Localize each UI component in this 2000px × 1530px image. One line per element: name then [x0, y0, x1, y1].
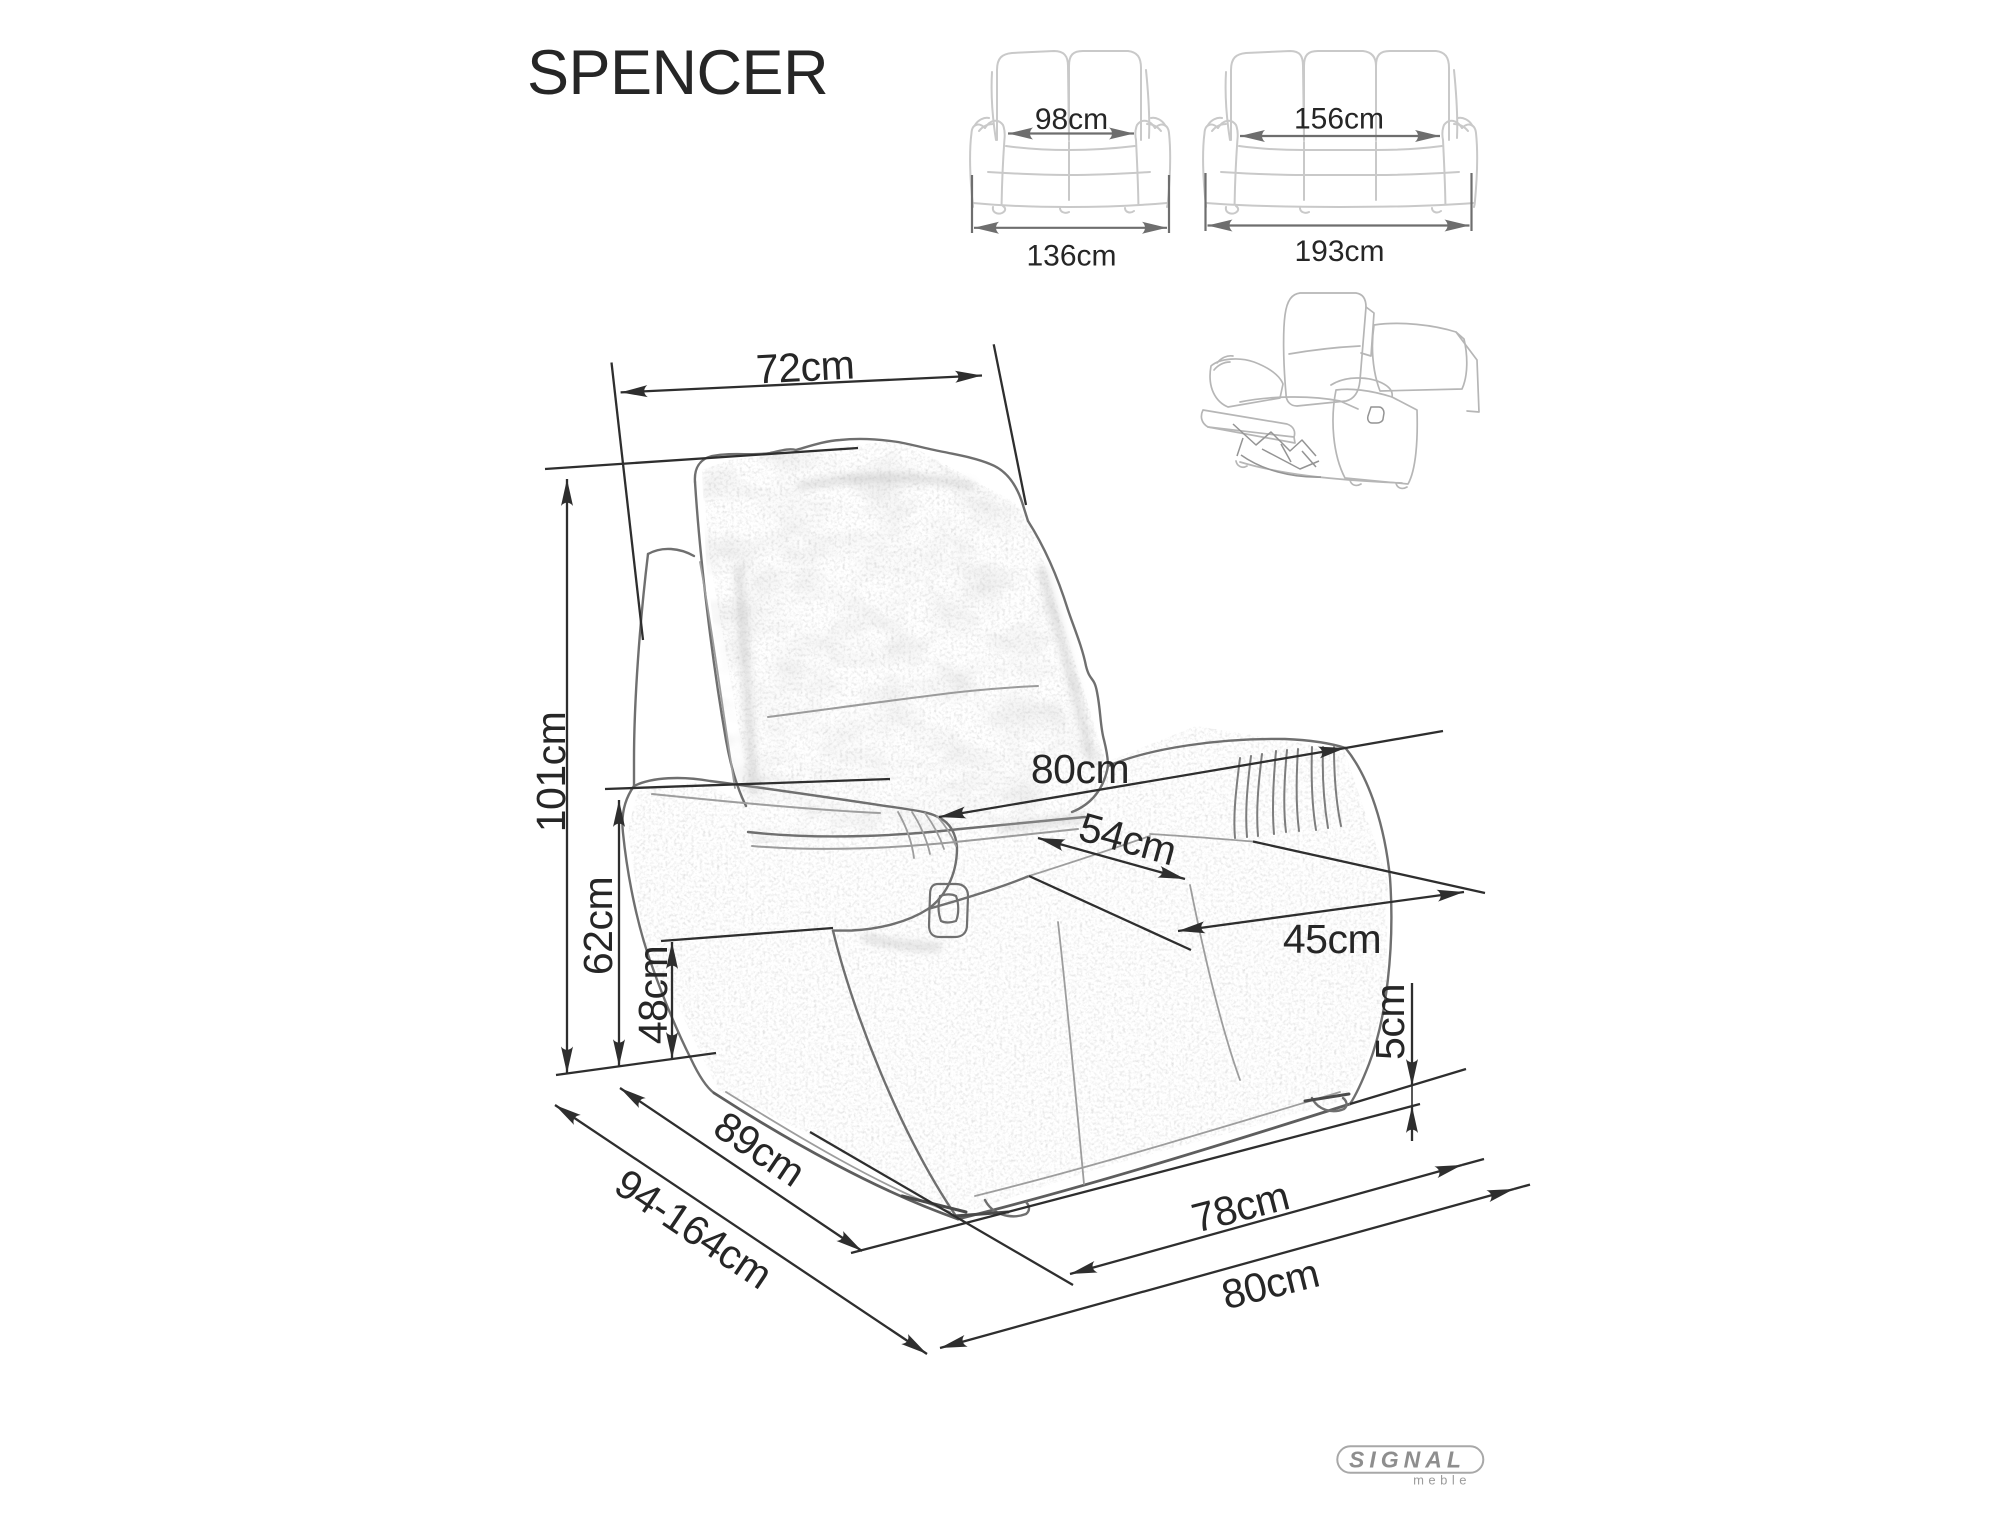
svg-text:156cm: 156cm [1294, 102, 1384, 135]
svg-text:meble: meble [1413, 1473, 1471, 1488]
svg-text:80cm: 80cm [1031, 746, 1129, 792]
svg-text:136cm: 136cm [1026, 240, 1116, 273]
svg-text:62cm: 62cm [575, 877, 621, 975]
svg-text:SIGNAL: SIGNAL [1349, 1447, 1466, 1473]
svg-text:98cm: 98cm [1035, 103, 1108, 136]
svg-text:45cm: 45cm [1283, 916, 1381, 962]
svg-text:48cm: 48cm [630, 946, 676, 1044]
svg-text:193cm: 193cm [1294, 235, 1384, 268]
svg-text:5cm: 5cm [1367, 984, 1413, 1060]
svg-text:SPENCER: SPENCER [527, 38, 828, 108]
svg-text:72cm: 72cm [755, 341, 856, 392]
svg-text:101cm: 101cm [528, 712, 574, 833]
